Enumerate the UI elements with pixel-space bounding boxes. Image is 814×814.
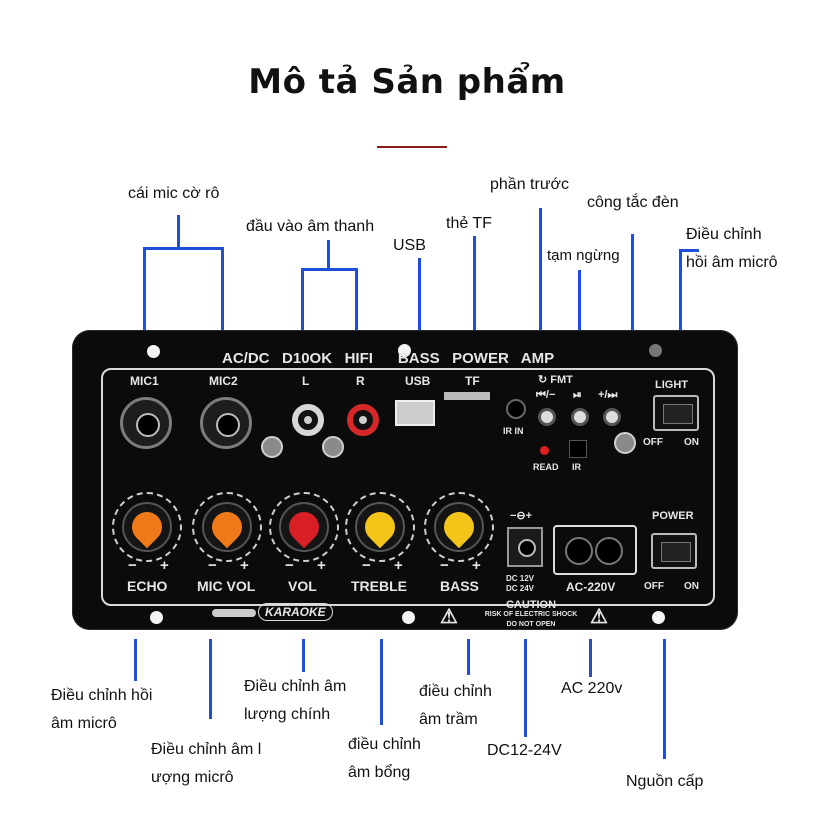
- amplifier-board: [72, 330, 738, 630]
- l-label: L: [302, 374, 310, 388]
- usb-port[interactable]: [395, 400, 435, 426]
- light-label: LIGHT: [655, 379, 688, 391]
- label-dc: DC12-24V: [487, 742, 562, 759]
- vol-knob[interactable]: [269, 492, 339, 562]
- label-usb: USB: [393, 237, 426, 254]
- power-off-label: OFF: [644, 581, 664, 592]
- ir-label: IR: [572, 462, 581, 472]
- power-switch[interactable]: [651, 533, 697, 569]
- fmt-label: ↻ FMT: [538, 374, 573, 386]
- label-echo-adjust-top: Điều chỉnh hồi âm micrô: [686, 226, 778, 271]
- label-pause: tạm ngừng: [547, 247, 620, 264]
- minus-mark: −: [128, 557, 137, 574]
- mic1-label: MIC1: [130, 374, 159, 388]
- board-header: AC/DC D10OK HIFI BASS POWER AMP: [222, 350, 555, 367]
- light-on-label: ON: [684, 437, 699, 448]
- light-switch[interactable]: [653, 395, 699, 431]
- minus-mark: −: [285, 557, 294, 574]
- label-ac: AC 220v: [561, 680, 623, 697]
- minus-mark: −: [208, 557, 217, 574]
- plus-mark: +: [317, 557, 326, 574]
- mic2-label: MIC2: [209, 374, 238, 388]
- tf-card-slot[interactable]: [444, 392, 490, 400]
- label-light-switch: công tắc đèn: [587, 194, 679, 211]
- label-tf-card: thẻ TF: [446, 215, 492, 232]
- mount-hole: [398, 344, 411, 357]
- minus-mark: −: [362, 557, 371, 574]
- ir-in-label: IR IN: [503, 426, 524, 436]
- read-led: [540, 446, 549, 455]
- label-audio-input: đầu vào âm thanh: [246, 218, 375, 235]
- mount-hole: [150, 611, 163, 624]
- mount-hole: [649, 344, 662, 357]
- ir-in-jack[interactable]: [506, 399, 526, 419]
- power-label: POWER: [652, 510, 694, 522]
- rca-right-input[interactable]: [347, 404, 379, 436]
- bass-knob[interactable]: [424, 492, 494, 562]
- power-on-label: ON: [684, 581, 699, 592]
- vol-label: VOL: [288, 578, 317, 594]
- mic2-jack[interactable]: [200, 397, 252, 449]
- screw: [614, 432, 636, 454]
- caution-block: CAUTION RISK OF ELECTRIC SHOCK DO NOT OP…: [484, 599, 578, 629]
- microphone-icon: [212, 609, 256, 617]
- minus-mark: −: [440, 557, 449, 574]
- mic-vol-knob[interactable]: [192, 492, 262, 562]
- plus-mark: +: [472, 557, 481, 574]
- play-pause-button[interactable]: [571, 408, 589, 426]
- dc-polarity-symbol: −⊖+: [510, 510, 533, 522]
- dc-power-jack[interactable]: [507, 527, 543, 567]
- board-panel-outline: [101, 368, 715, 606]
- label-mic-jack: cái mic cờ rô: [128, 185, 220, 202]
- prev-button-label: ⏮/−: [536, 389, 556, 401]
- plus-mark: +: [240, 557, 249, 574]
- page-title: Mô tả Sản phẩm: [248, 62, 566, 102]
- karaoke-badge: KARAOKE: [258, 603, 333, 621]
- ac-label: AC-220V: [566, 580, 616, 594]
- label-power-source: Nguồn cấp: [626, 773, 704, 790]
- warning-icon: ⚠: [590, 606, 608, 628]
- mount-hole: [402, 611, 415, 624]
- bass-label: BASS: [440, 578, 479, 594]
- label-previous: phần trước: [490, 176, 570, 193]
- treble-knob[interactable]: [345, 492, 415, 562]
- ir-receiver: [569, 440, 587, 458]
- mic1-jack[interactable]: [120, 397, 172, 449]
- usb-port-label: USB: [405, 374, 431, 388]
- r-label: R: [356, 374, 365, 388]
- previous-button[interactable]: [538, 408, 556, 426]
- mount-hole: [147, 345, 160, 358]
- rca-left-input[interactable]: [292, 404, 324, 436]
- screw: [261, 436, 283, 458]
- treble-label: TREBLE: [351, 578, 407, 594]
- next-button-label: +/⏭: [598, 389, 618, 401]
- play-button-label: ⏯: [573, 389, 582, 401]
- echo-label: ECHO: [127, 578, 168, 594]
- title-divider: [377, 146, 447, 148]
- plus-mark: +: [394, 557, 403, 574]
- mic-vol-label: MIC VOL: [197, 578, 256, 594]
- echo-knob[interactable]: [112, 492, 182, 562]
- light-off-label: OFF: [643, 437, 663, 448]
- plus-mark: +: [160, 557, 169, 574]
- screw: [322, 436, 344, 458]
- mount-hole: [652, 611, 665, 624]
- next-button[interactable]: [603, 408, 621, 426]
- tf-slot-label: TF: [465, 374, 480, 388]
- read-label: READ: [533, 462, 559, 472]
- warning-icon: ⚠: [440, 606, 458, 628]
- ac-inlet[interactable]: [553, 525, 637, 575]
